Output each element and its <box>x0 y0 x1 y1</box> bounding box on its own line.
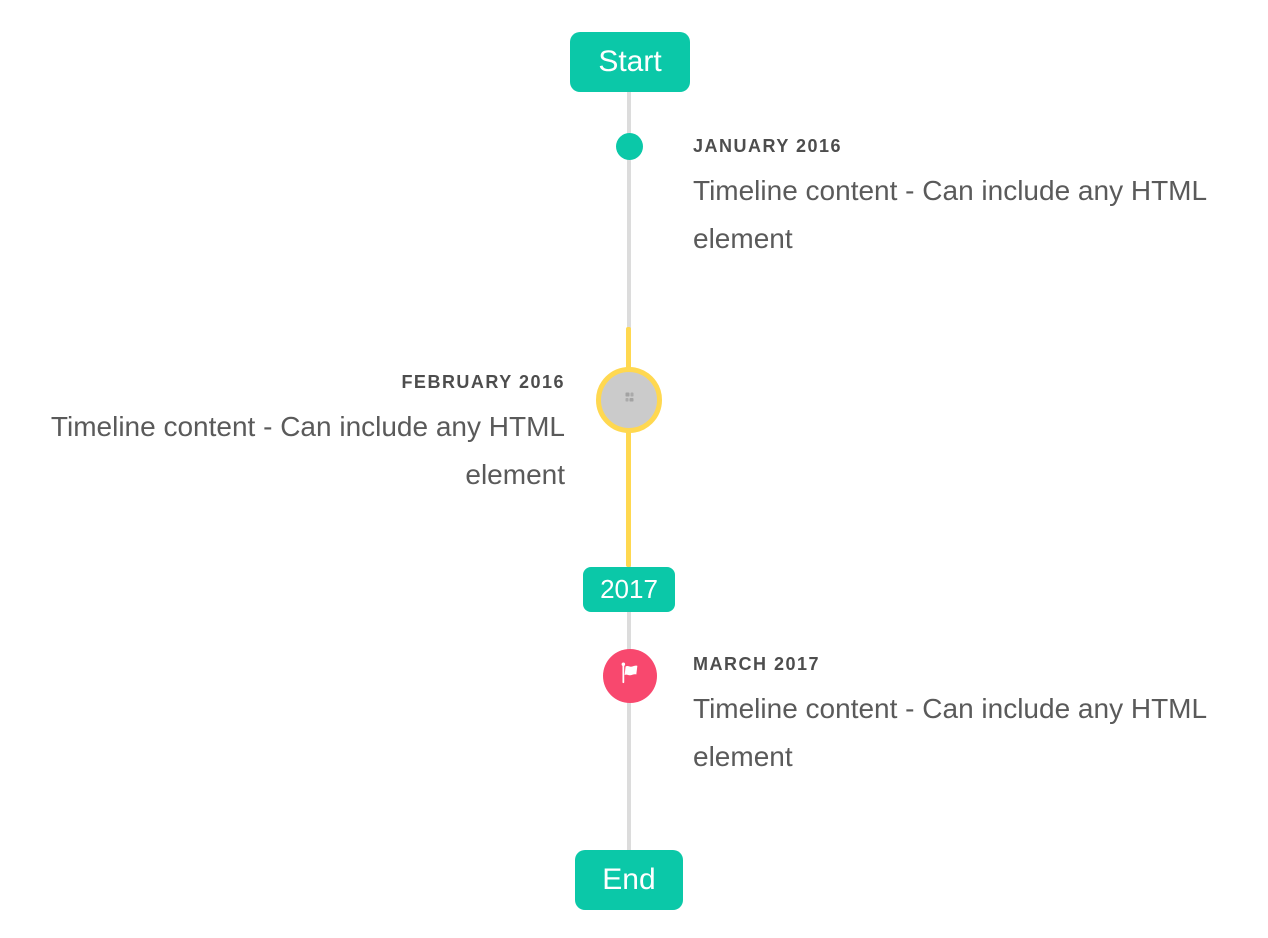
event-marker-february-selected[interactable] <box>596 367 662 433</box>
event-content: Timeline content - Can include any HTML … <box>693 175 1207 254</box>
timeline-line-highlight-segment <box>626 327 631 567</box>
flag-icon <box>616 660 644 693</box>
timeline-end-badge[interactable]: End <box>575 850 683 910</box>
broken-image-icon <box>621 390 638 410</box>
event-title: MARCH 2017 <box>693 654 821 674</box>
event-marker-march[interactable] <box>603 649 657 703</box>
timeline-event-january: JANUARY 2016 Timeline content - Can incl… <box>693 135 1223 263</box>
event-title: JANUARY 2016 <box>693 136 843 156</box>
event-content: Timeline content - Can include any HTML … <box>693 693 1207 772</box>
timeline-event-march: MARCH 2017 Timeline content - Can includ… <box>693 653 1223 781</box>
event-content: Timeline content - Can include any HTML … <box>50 411 565 490</box>
timeline-start-badge[interactable]: Start <box>570 32 690 92</box>
event-title: FEBRUARY 2016 <box>401 372 565 392</box>
event-marker-january[interactable] <box>616 133 643 160</box>
timeline-year-badge[interactable]: 2017 <box>583 567 675 612</box>
timeline-event-february: FEBRUARY 2016 Timeline content - Can inc… <box>35 371 565 499</box>
